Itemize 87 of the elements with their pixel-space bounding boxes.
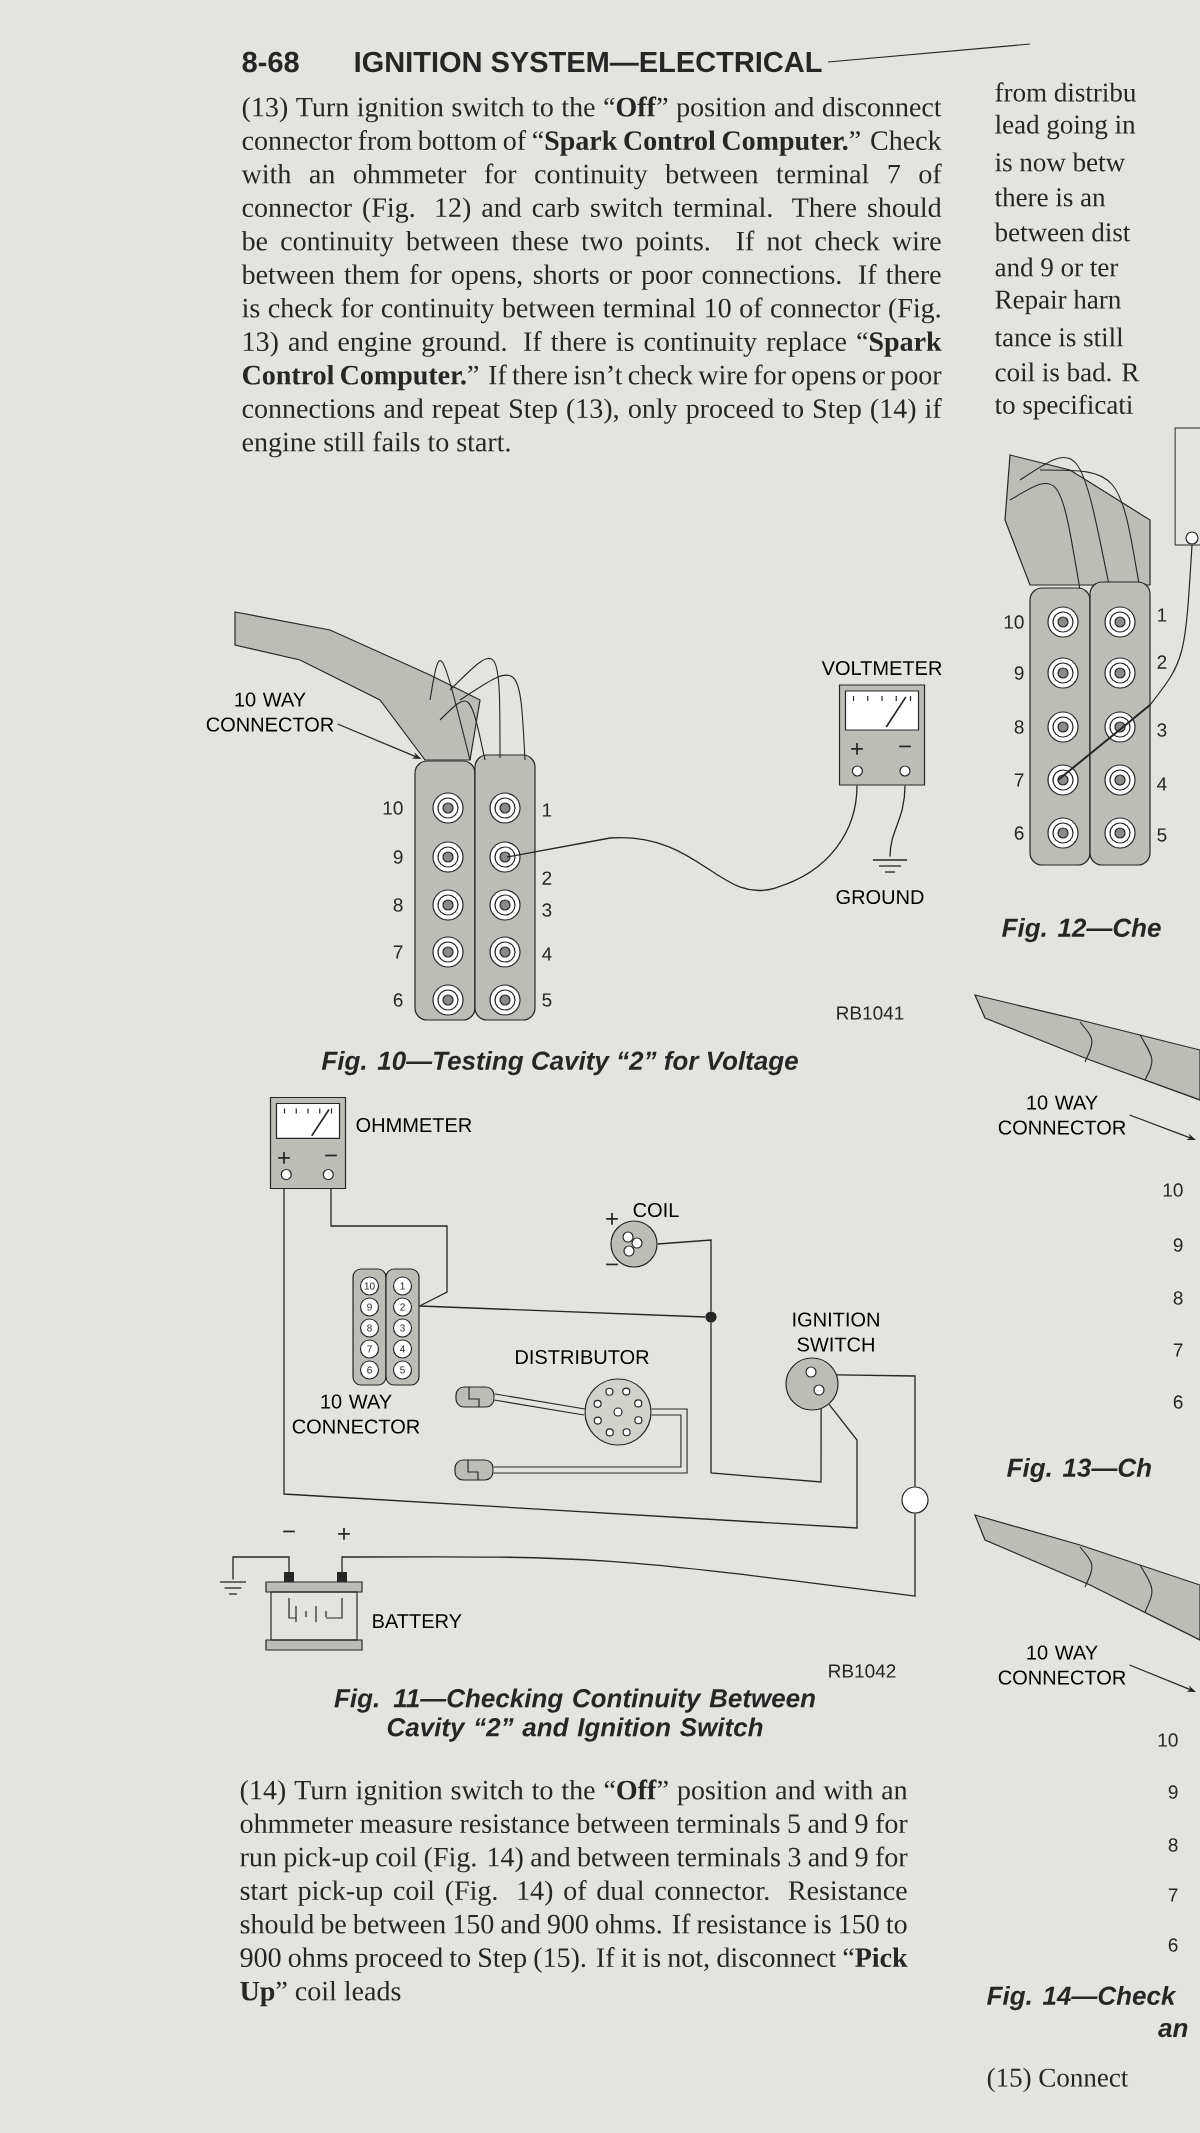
polarity-sign: − [606, 1263, 618, 1266]
text-fragment: and 9 or ter [995, 257, 1119, 277]
part-label: COIL [633, 1202, 679, 1218]
pin-number: 10 [1163, 1183, 1183, 1197]
text-fragment: Repair harn [995, 289, 1121, 315]
part-label: GROUND [836, 889, 924, 905]
wire [418, 1305, 707, 1318]
text-fragment: to specificati [994, 394, 1133, 420]
pin-number: 10 [383, 801, 403, 815]
wire [656, 1239, 712, 1313]
polarity-sign: − [325, 1154, 337, 1157]
paragraph: (13) Turn ignition switch to the “Off” position and disconnect connector from bottom of “Spark Control Computer.” Check with an ohmmeter for continuity between terminal 7 of connector (Fig. 12) and carb switch terminal. There should be continuity between these two points. If not check wire between them for opens, shorts or poor connections. If there is check for continuity between terminal 10 of connector (Fig. 13) and engine ground. If there is continuity replace “Spark Control Computer.” If there isn’t check wire for opens or poor connections and repeat Step (13), only proceed to Step (14) if engine still fails to start. [241, 96, 942, 458]
pin-number: 9 [1168, 1785, 1178, 1799]
figure-caption: Fig. 12—Che [1002, 917, 1161, 943]
figure-caption: an [1158, 2022, 1188, 2038]
text-fragment: between dist [994, 222, 1131, 242]
polarity-sign: + [338, 1528, 350, 1540]
polarity-sign: − [899, 745, 911, 748]
pin-number: 8 [1014, 720, 1024, 734]
figure-code: RB1042 [829, 1664, 896, 1678]
pin-number: 1 [1158, 608, 1167, 622]
text-fragment: coil is bad. R [995, 362, 1140, 382]
wire [283, 1188, 858, 1529]
pin-number: 8 [1168, 1838, 1178, 1852]
pin-number: 8 [1173, 1291, 1183, 1305]
ground-symbol [219, 1581, 247, 1595]
part-label: 10 WAY CONNECTOR [998, 1645, 1126, 1685]
part-label: 10 WAY CONNECTOR [292, 1394, 420, 1434]
pin-number: 7 [393, 945, 403, 959]
text-fragment: from distribu [995, 82, 1136, 102]
figure-caption: Fig. 14—Check [987, 1985, 1177, 2011]
wire [494, 1393, 585, 1416]
polarity-sign: + [278, 1152, 290, 1164]
text-fragment: tance is still [994, 327, 1124, 347]
pin-number: 10 [1004, 615, 1024, 629]
wire [710, 1321, 822, 1483]
figure-caption: Fig. 13—Ch [1007, 1457, 1151, 1483]
part-label: IGNITION SWITCH [793, 1312, 879, 1352]
figure-caption: Fig. 10—Testing Cavity “2” for Voltage [321, 1050, 798, 1076]
polarity-sign: − [283, 1530, 295, 1533]
part-label: 10 WAY CONNECTOR [206, 692, 334, 732]
pin-number: 6 [367, 1366, 372, 1374]
pin-number: 6 [1014, 826, 1024, 840]
part-label: VOLTMETER [821, 660, 942, 676]
paragraph: (14) Turn ignition switch to the “Off” position and with an ohmmeter measure resistance between terminals 5 and 9 for run pick-up coil (Fig. 14) and between terminals 3 and 9 for start pick-up coil (Fig. 14) of dual connector. Resistance should be between 150 and 900 ohms. If resistance is 150 to 900 ohms proceed to Step (15). If it is not, disconnect “Pick Up” coil leads [240, 1779, 908, 2007]
wire [493, 1408, 688, 1474]
part-label: BATTERY [373, 1614, 462, 1628]
pin-number: 6 [1168, 1938, 1178, 1952]
figure-caption: Fig. 11—Checking Continuity Between Cavity “2” and Ignition Switch [334, 1688, 815, 1742]
part-label: OHMMETER [356, 1117, 472, 1133]
text-fragment: there is an [994, 187, 1106, 207]
pin-number: 7 [367, 1345, 372, 1353]
pin-number: 6 [1173, 1395, 1183, 1409]
text-fragment: (15) Connect [987, 2067, 1129, 2093]
wire [506, 784, 858, 892]
text-fragment: lead going in [995, 114, 1136, 140]
title: IGNITION SYSTEM—ELECTRICAL [355, 51, 822, 73]
plug-drawing [454, 1459, 494, 1481]
pin-number: 4 [1157, 777, 1167, 791]
pin-number: 7 [1173, 1343, 1183, 1357]
wire [889, 784, 906, 858]
page-number: 8-68 [242, 51, 299, 73]
pin-number: 8 [393, 898, 403, 912]
pin-number: 2 [1157, 655, 1167, 669]
figure-code: RB1041 [837, 1006, 904, 1020]
pin-number: 10 [364, 1282, 375, 1290]
wire [330, 1188, 448, 1307]
wire [836, 1374, 916, 1488]
pin-number: 9 [367, 1303, 372, 1311]
part-label: 10 WAY CONNECTOR [998, 1095, 1126, 1135]
pin-number: 6 [393, 993, 403, 1007]
part-label: DISTRIBUTOR [516, 1349, 649, 1365]
text-fragment: is now betw [995, 152, 1125, 172]
pin-number: 3 [1157, 723, 1167, 737]
pin-number: 9 [1173, 1238, 1183, 1252]
connector-circle [901, 1486, 929, 1514]
pin-number: 10 [1158, 1733, 1178, 1747]
polarity-sign: + [606, 1213, 618, 1225]
plug-drawing [455, 1386, 495, 1408]
pin-number: 7 [1014, 773, 1024, 787]
pin-number: 8 [367, 1324, 372, 1332]
pin-number: 9 [1014, 666, 1024, 680]
polarity-sign: + [851, 743, 863, 755]
pin-number: 5 [1157, 828, 1167, 842]
pin-number: 7 [1168, 1888, 1178, 1902]
pin-number: 9 [393, 850, 403, 864]
wire [232, 1556, 290, 1581]
